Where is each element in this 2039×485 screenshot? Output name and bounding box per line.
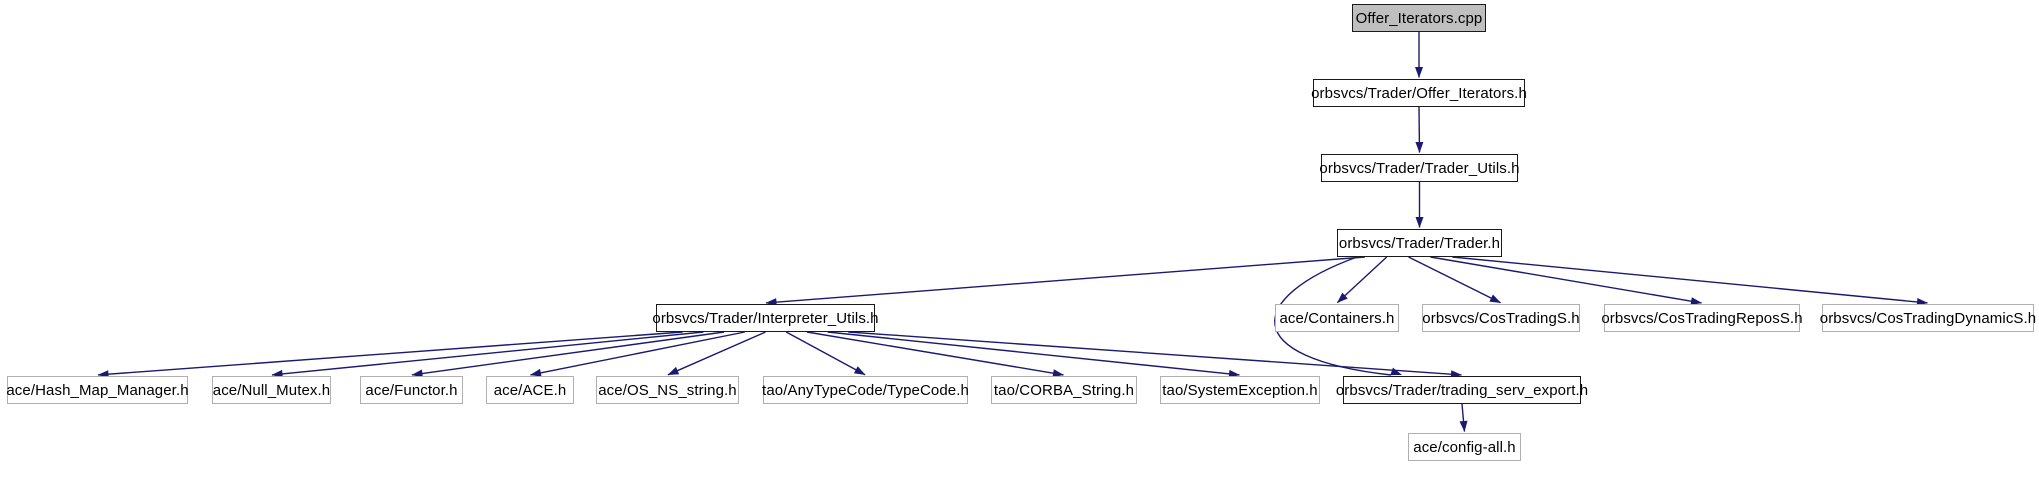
graph-node-label: Offer_Iterators.cpp xyxy=(1355,9,1483,27)
graph-edge-trader_h-to-costradingrepos_h xyxy=(1430,256,1702,304)
graph-node-label: ace/Hash_Map_Manager.h xyxy=(6,381,189,399)
graph-edge-interpreter_utils_h-to-hash_map_manager_h xyxy=(97,331,683,376)
graph-edge-arrowhead xyxy=(1415,67,1423,78)
graph-node-costradings_h[interactable]: orbsvcs/CosTradingS.h xyxy=(1422,304,1580,332)
graph-edge-interpreter_utils_h-to-ace_h xyxy=(530,331,745,376)
graph-node-label: ace/OS_NS_string.h xyxy=(598,381,737,399)
graph-node-label: orbsvcs/CosTradingS.h xyxy=(1422,309,1580,327)
graph-node-ace_h[interactable]: ace/ACE.h xyxy=(486,376,574,404)
graph-node-hash_map_manager_h[interactable]: ace/Hash_Map_Manager.h xyxy=(6,376,189,404)
graph-edge-interpreter_utils_h-to-systemexception_h xyxy=(827,331,1240,376)
graph-edge-interpreter_utils_h-to-corba_string_h xyxy=(806,331,1064,376)
graph-edge-arrowhead xyxy=(1489,294,1501,303)
graph-node-offer_iterators_h[interactable]: orbsvcs/Trader/Offer_Iterators.h xyxy=(1311,79,1527,107)
graph-edge-interpreter_utils_h-to-typecode_h xyxy=(785,331,866,376)
graph-node-costradingdynamic_h[interactable]: orbsvcs/CosTradingDynamicS.h xyxy=(1819,304,2037,332)
graph-edge-interpreter_utils_h-to-functor_h xyxy=(411,331,725,376)
graph-node-os_ns_string_h[interactable]: ace/OS_NS_string.h xyxy=(596,376,739,404)
graph-node-trader_utils_h[interactable]: orbsvcs/Trader/Trader_Utils.h xyxy=(1319,154,1520,182)
graph-edge-trading_serv_export_h-to-config_all_h xyxy=(1461,403,1466,432)
graph-edge-trader_h-to-containers_h xyxy=(1336,256,1388,304)
graph-node-label: ace/Null_Mutex.h xyxy=(212,381,331,399)
graph-node-label: orbsvcs/Trader/Interpreter_Utils.h xyxy=(652,309,879,327)
graph-edge-arrowhead xyxy=(1337,292,1348,303)
graph-node-label: tao/AnyTypeCode/TypeCode.h xyxy=(762,381,969,399)
graph-edge-trader_h-to-costradingdynamic_h xyxy=(1452,256,1928,304)
graph-node-label: orbsvcs/Trader/trading_serv_export.h xyxy=(1335,381,1589,399)
graph-node-label: ace/ACE.h xyxy=(493,381,567,399)
graph-node-offer_iterators_cpp: Offer_Iterators.cpp xyxy=(1352,4,1486,32)
graph-node-systemexception_h[interactable]: tao/SystemException.h xyxy=(1160,376,1320,404)
graph-edge-trader_h-to-interpreter_utils_h xyxy=(765,256,1365,304)
graph-node-label: ace/Functor.h xyxy=(365,381,458,399)
graph-edge-interpreter_utils_h-to-null_mutex_h xyxy=(271,331,704,376)
graph-node-label: ace/config-all.h xyxy=(1413,438,1516,456)
graph-edge-arrowhead xyxy=(1459,420,1468,432)
graph-node-label: tao/CORBA_String.h xyxy=(993,381,1135,399)
graph-edge-interpreter_utils_h-to-trading_serv_export_h xyxy=(848,331,1462,376)
graph-node-containers_h[interactable]: ace/Containers.h xyxy=(1275,304,1399,332)
graph-edge-trader_h-to-costradings_h xyxy=(1408,256,1501,304)
graph-edge-arrowhead xyxy=(853,366,866,375)
graph-node-label: orbsvcs/CosTradingReposS.h xyxy=(1601,309,1803,327)
graph-node-label: orbsvcs/Trader/Trader_Utils.h xyxy=(1319,159,1520,177)
graph-node-functor_h[interactable]: ace/Functor.h xyxy=(360,376,463,404)
graph-node-label: orbsvcs/Trader/Offer_Iterators.h xyxy=(1311,84,1527,102)
graph-edge-interpreter_utils_h-to-os_ns_string_h xyxy=(667,331,766,376)
graph-node-trading_serv_export_h[interactable]: orbsvcs/Trader/trading_serv_export.h xyxy=(1336,376,1588,404)
graph-node-trader_h[interactable]: orbsvcs/Trader/Trader.h xyxy=(1337,229,1502,257)
graph-node-config_all_h[interactable]: ace/config-all.h xyxy=(1408,433,1521,461)
graph-edge-arrowhead xyxy=(667,366,680,375)
graph-node-costradingrepos_h[interactable]: orbsvcs/CosTradingReposS.h xyxy=(1601,304,1803,332)
graph-edge-arrowhead xyxy=(1415,217,1424,228)
graph-node-null_mutex_h[interactable]: ace/Null_Mutex.h xyxy=(212,376,331,404)
graph-node-typecode_h[interactable]: tao/AnyTypeCode/TypeCode.h xyxy=(762,376,969,404)
graph-edge-arrowhead xyxy=(1415,141,1424,153)
graph-node-label: orbsvcs/Trader/Trader.h xyxy=(1338,234,1501,252)
graph-node-label: ace/Containers.h xyxy=(1279,309,1395,327)
graph-node-interpreter_utils_h[interactable]: orbsvcs/Trader/Interpreter_Utils.h xyxy=(652,304,879,332)
graph-node-label: orbsvcs/CosTradingDynamicS.h xyxy=(1819,309,2037,327)
graph-node-corba_string_h[interactable]: tao/CORBA_String.h xyxy=(991,376,1137,404)
graph-edge-arrowhead xyxy=(1390,367,1402,376)
graph-node-label: tao/SystemException.h xyxy=(1162,381,1318,399)
